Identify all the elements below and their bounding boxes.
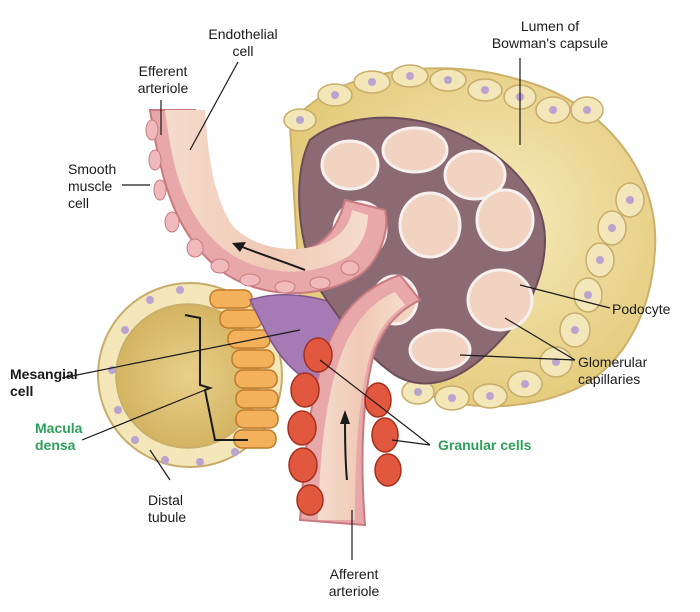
label-granular-cells: Granular cells: [438, 437, 531, 454]
label-afferent-arteriole: Afferent arteriole: [312, 566, 396, 600]
label-distal-tubule: Distal tubule: [148, 492, 186, 526]
label-endothelial-cell: Endothelial cell: [198, 26, 288, 60]
label-podocyte: Podocyte: [612, 301, 670, 318]
label-lumen-bowmans-capsule: Lumen of Bowman's capsule: [470, 18, 630, 52]
label-macula-densa: Macula densa: [35, 420, 82, 454]
label-mesangial-cell: Mesangial cell: [10, 366, 78, 400]
label-smooth-muscle-cell: Smooth muscle cell: [68, 161, 116, 212]
label-glomerular-capillaries: Glomerular capillaries: [578, 354, 647, 388]
label-efferent-arteriole: Efferent arteriole: [118, 63, 208, 97]
